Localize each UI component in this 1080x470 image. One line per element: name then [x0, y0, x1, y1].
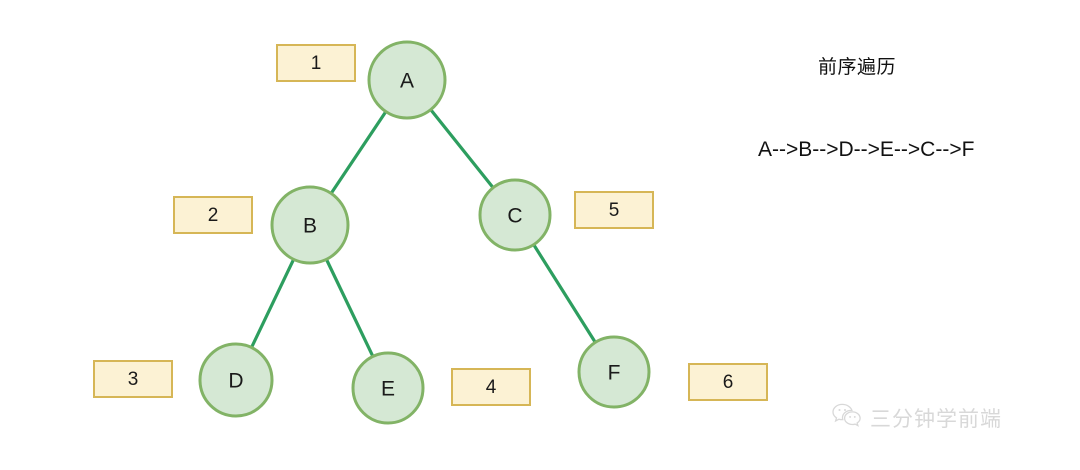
tree-edge-a-c: [428, 107, 496, 191]
tree-node-a[interactable]: A: [367, 40, 447, 120]
tree-edge-b-d: [249, 256, 296, 351]
node-circle-f[interactable]: [577, 335, 651, 409]
tree-node-f[interactable]: F: [577, 335, 651, 409]
node-circle-d[interactable]: [198, 342, 274, 418]
traversal-sequence: A-->B-->D-->E-->C-->F: [758, 138, 975, 161]
node-circle-a[interactable]: [367, 40, 447, 120]
node-circle-c[interactable]: [478, 178, 552, 252]
tree-edge-a-b: [328, 109, 389, 196]
order-box-6: 6: [688, 363, 768, 401]
order-box-3: 3: [93, 360, 173, 398]
node-circle-b[interactable]: [270, 185, 350, 265]
tree-nodes: AB C D E F: [198, 40, 651, 425]
tree-node-b[interactable]: B: [270, 185, 350, 265]
tree-edges: [249, 107, 598, 359]
order-box-5: 5: [574, 191, 654, 229]
tree-node-c[interactable]: C: [478, 178, 552, 252]
tree-node-d[interactable]: D: [198, 342, 274, 418]
tree-node-e[interactable]: E: [351, 351, 425, 425]
tree-edge-b-e: [324, 256, 375, 359]
node-circle-e[interactable]: [351, 351, 425, 425]
order-box-1: 1: [276, 44, 356, 82]
traversal-title: 前序遍历: [818, 57, 897, 78]
order-box-2: 2: [173, 196, 253, 234]
tree-edge-c-f: [531, 242, 598, 345]
order-box-4: 4: [451, 368, 531, 406]
